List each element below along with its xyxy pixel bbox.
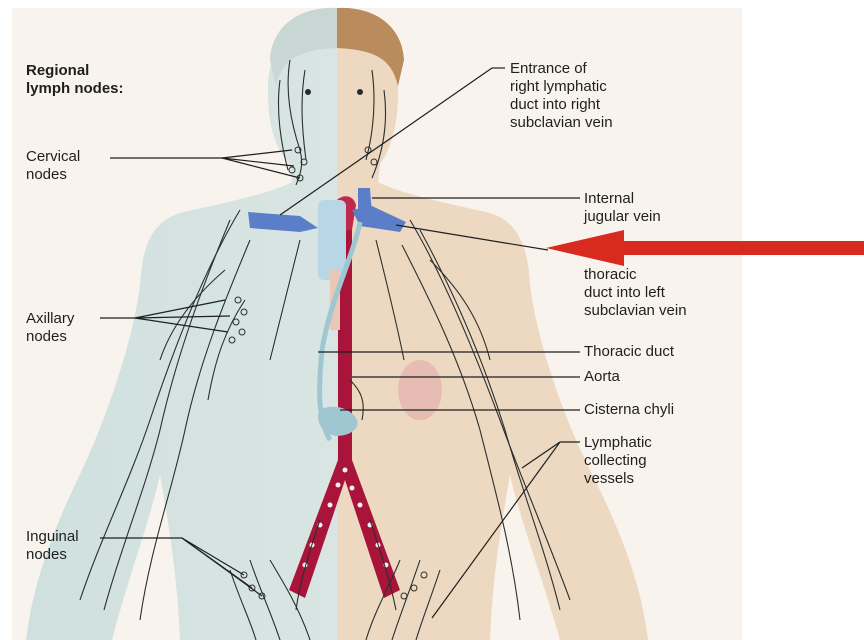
entrance-right-line-2: right lymphatic bbox=[510, 78, 613, 96]
jugular-line-2: jugular vein bbox=[584, 208, 661, 226]
aorta-text: Aorta bbox=[584, 368, 620, 386]
lymphatic-line-2: collecting bbox=[584, 452, 652, 470]
label-cervical-nodes: Cervical nodes bbox=[26, 148, 80, 184]
diagram-title: Regional lymph nodes: bbox=[26, 62, 124, 98]
jugular-line-1: Internal bbox=[584, 190, 661, 208]
label-aorta: Aorta bbox=[584, 368, 620, 386]
cisterna-chyli-text: Cisterna chyli bbox=[584, 401, 674, 419]
entrance-left-line-2: duct into left bbox=[584, 284, 687, 302]
axillary-line-1: Axillary bbox=[26, 310, 74, 328]
lymphatic-line-3: vessels bbox=[584, 470, 652, 488]
label-entrance-right-duct: Entrance of right lymphatic duct into ri… bbox=[510, 60, 613, 132]
label-lymphatic-collecting-vessels: Lymphatic collecting vessels bbox=[584, 434, 652, 488]
entrance-right-line-1: Entrance of bbox=[510, 60, 613, 78]
entrance-right-line-3: duct into right bbox=[510, 96, 613, 114]
entrance-left-line-1: thoracic bbox=[584, 266, 687, 284]
left-eye bbox=[305, 89, 311, 95]
inguinal-line-2: nodes bbox=[26, 546, 79, 564]
label-axillary-nodes: Axillary nodes bbox=[26, 310, 74, 346]
cervical-line-1: Cervical bbox=[26, 148, 80, 166]
title-line-2: lymph nodes: bbox=[26, 80, 124, 98]
label-internal-jugular-vein: Internal jugular vein bbox=[584, 190, 661, 226]
label-entrance-left-duct: thoracic duct into left subclavian vein bbox=[584, 266, 687, 320]
lymphatic-line-1: Lymphatic bbox=[584, 434, 652, 452]
label-thoracic-duct: Thoracic duct bbox=[584, 343, 674, 361]
thoracic-duct-text: Thoracic duct bbox=[584, 343, 674, 361]
heart bbox=[398, 360, 442, 420]
entrance-left-line-3: subclavian vein bbox=[584, 302, 687, 320]
trachea bbox=[318, 200, 346, 280]
cervical-line-2: nodes bbox=[26, 166, 80, 184]
title-line-1: Regional bbox=[26, 62, 124, 80]
label-inguinal-nodes: Inguinal nodes bbox=[26, 528, 79, 564]
axillary-line-2: nodes bbox=[26, 328, 74, 346]
inguinal-line-1: Inguinal bbox=[26, 528, 79, 546]
right-eye bbox=[357, 89, 363, 95]
internal-jugular-vein bbox=[358, 188, 372, 215]
entrance-right-line-4: subclavian vein bbox=[510, 114, 613, 132]
label-cisterna-chyli: Cisterna chyli bbox=[584, 401, 674, 419]
